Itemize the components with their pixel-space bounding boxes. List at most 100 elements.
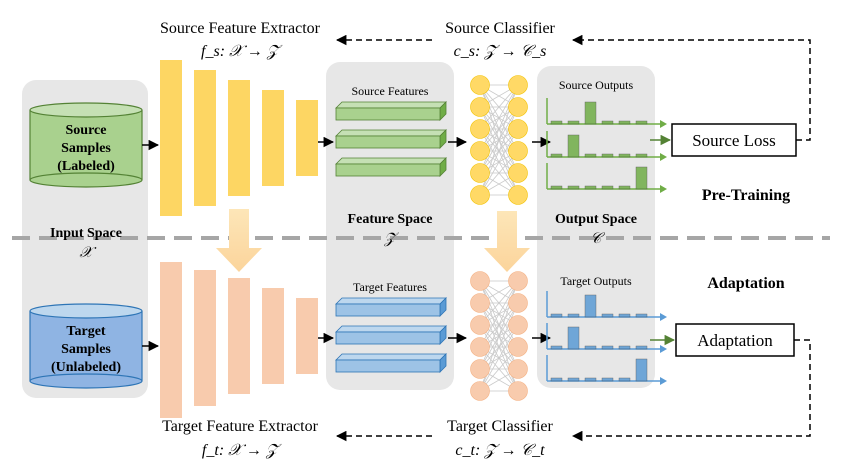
network-edge — [479, 84, 519, 152]
network-edge — [479, 324, 519, 392]
network-node — [470, 293, 490, 313]
target-feature-vectors — [335, 297, 447, 373]
histogram-bar — [618, 377, 631, 382]
histogram-axis-arrowhead — [660, 313, 667, 321]
network-node — [470, 141, 490, 161]
source-feature-extractor-title: Source Feature Extractor — [160, 20, 321, 37]
histogram-bar — [567, 120, 580, 125]
histogram-bar — [635, 345, 648, 350]
target-feature-extractor-title: Target Feature Extractor — [162, 418, 319, 435]
network-node — [508, 315, 528, 335]
network-node — [470, 315, 490, 335]
source-feature-vectors — [335, 101, 447, 177]
source-feature-vector — [335, 129, 447, 149]
network-node — [508, 141, 528, 161]
source-output-histograms — [546, 98, 667, 193]
histogram-bar — [584, 377, 597, 382]
network-node — [470, 119, 490, 139]
target-classifier-title: Target Classifier — [447, 418, 553, 435]
histogram-bar — [618, 345, 631, 350]
adaptation-phase-label: Adaptation — [707, 275, 784, 292]
network-node — [508, 97, 528, 117]
output-space-panel — [537, 66, 655, 388]
histogram-axis-arrowhead — [660, 153, 667, 161]
histogram-bar — [635, 358, 648, 382]
histogram-bar — [550, 345, 563, 350]
histogram-bar — [618, 120, 631, 125]
source-feature-vector — [335, 101, 447, 121]
histogram-bar — [567, 313, 580, 318]
network-node — [470, 337, 490, 357]
histogram-bar — [550, 185, 563, 190]
pretraining-phase-label: Pre-Training — [702, 187, 790, 204]
feature-space-symbol: 𝒵 — [383, 231, 399, 247]
network-edge — [479, 280, 519, 348]
target-samples-line1: Target — [66, 324, 105, 339]
histogram-bar — [550, 120, 563, 125]
histogram-bar — [601, 313, 614, 318]
histogram-bar — [635, 153, 648, 158]
target-samples-cylinder: Target Samples (Unlabeled) — [29, 303, 143, 389]
source-feature-vector — [335, 157, 447, 177]
source-samples-cylinder: Source Samples (Labeled) — [29, 102, 143, 188]
source-samples-line2: Samples — [61, 141, 111, 156]
histogram-bar — [584, 153, 597, 158]
source-loss-label: Source Loss — [692, 131, 776, 150]
target-feature-extractor-formula: f_t: 𝒳 → 𝒵 — [202, 442, 282, 459]
histogram-bar — [635, 120, 648, 125]
source-classifier-formula: c_s: 𝒵 → 𝒞_s — [454, 43, 547, 60]
histogram-bar — [567, 377, 580, 382]
target-samples-line3: (Unlabeled) — [51, 360, 121, 375]
network-node — [508, 381, 528, 401]
output-space-label: Output Space — [555, 212, 637, 227]
input-space-symbol: 𝒳 — [80, 245, 97, 261]
histogram-bar — [601, 153, 614, 158]
histogram-bar — [584, 345, 597, 350]
target-output-histograms — [546, 291, 667, 385]
histogram-bar — [567, 326, 580, 350]
target-feature-extractor — [160, 262, 318, 418]
source-outputs-label: Source Outputs — [559, 78, 634, 92]
histogram-bar — [550, 377, 563, 382]
histogram-bar — [584, 101, 597, 125]
histogram-bar — [618, 185, 631, 190]
classifier-transfer-arrow — [484, 211, 530, 272]
extractor-transfer-arrow — [216, 209, 262, 272]
target-classifier-network — [470, 271, 528, 401]
histogram-bar — [635, 313, 648, 318]
target-outputs-label: Target Outputs — [560, 274, 632, 288]
network-node — [470, 185, 490, 205]
histogram-bar — [584, 185, 597, 190]
network-node — [508, 119, 528, 139]
histogram-bar — [567, 185, 580, 190]
target-feature-vector — [335, 325, 447, 345]
source-loss-box — [671, 123, 797, 157]
source-feature-extractor-formula: f_s: 𝒳 → 𝒵 — [201, 43, 283, 60]
source-samples-line1: Source — [66, 123, 107, 138]
source-classifier-network — [470, 75, 528, 205]
source-loss-feedback-line — [571, 34, 811, 141]
input-space-label: Input Space — [50, 226, 122, 241]
histogram-bar — [618, 153, 631, 158]
adaptation-box — [675, 323, 795, 357]
network-node — [470, 381, 490, 401]
histogram-bar — [635, 166, 648, 190]
histogram-bar — [601, 345, 614, 350]
histogram-axis-arrowhead — [660, 120, 667, 128]
histogram-bar — [567, 134, 580, 158]
histogram-bar — [550, 313, 563, 318]
network-node — [508, 293, 528, 313]
network-edge — [479, 128, 519, 196]
histogram-bar — [584, 294, 597, 318]
network-node — [470, 271, 490, 291]
network-node — [508, 163, 528, 183]
network-node — [470, 163, 490, 183]
feature-space-label: Feature Space — [348, 212, 433, 227]
histogram-bar — [618, 313, 631, 318]
network-node — [470, 75, 490, 95]
target-samples-line2: Samples — [61, 342, 111, 357]
histogram-bar — [601, 377, 614, 382]
histogram-axis-arrowhead — [660, 377, 667, 385]
target-feature-vector — [335, 297, 447, 317]
